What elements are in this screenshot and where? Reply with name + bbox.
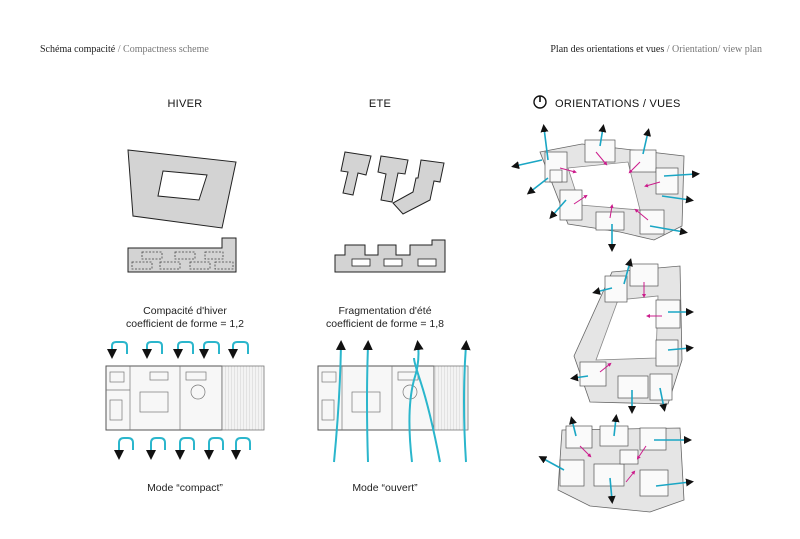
summer-mode: Mode “ouvert” (352, 482, 418, 494)
winter-title: HIVER (167, 98, 203, 110)
plan-3-view-arrows (538, 414, 694, 504)
summer-section-block (334, 239, 446, 273)
header-left-sub: Compactness scheme (123, 44, 209, 55)
plan-2-view-arrows (570, 258, 694, 414)
orientation-plan-1 (539, 139, 685, 241)
header-right-main: Plan des orientations et vues (550, 44, 665, 55)
summer-plan-blocks (340, 151, 445, 215)
plan-2-light-arrows (599, 282, 662, 373)
summer-caption-line2: coefficient de forme = 1,8 (325, 318, 444, 330)
orientation-title: ORIENTATIONS / VUES (555, 98, 681, 110)
winter-mode: Mode “compact” (147, 482, 223, 494)
header-right-sep: / (664, 44, 673, 55)
winter-caption-line2: coefficient de forme = 1,2 (125, 318, 244, 330)
summer-title: ETE (368, 98, 392, 110)
summer-caption: Fragmentation d'été coefficient de forme… (300, 305, 470, 331)
summer-caption-line1: Fragmentation d'été (338, 305, 432, 317)
winter-plan-block (127, 149, 237, 229)
header-right-sub: Orientation/ view plan (672, 44, 762, 55)
orientation-plan-2 (573, 263, 683, 405)
header-right: Plan des orientations et vues / Orientat… (550, 44, 762, 55)
winter-floor-plan (105, 365, 265, 431)
header-left: Schéma compacité / Compactness scheme (40, 44, 209, 55)
winter-caption: Compacité d'hiver coefficient de forme =… (100, 305, 270, 331)
plan-1-view-arrows (511, 124, 700, 252)
winter-section-block (127, 237, 237, 273)
orientation-plan-3 (557, 425, 685, 513)
winter-airflow-bottom (114, 437, 251, 460)
summer-airflow-lines (333, 340, 471, 463)
winter-caption-line1: Compacité d'hiver (143, 305, 227, 317)
plan-3-light-arrows (579, 445, 647, 483)
plan-1-light-arrows (559, 151, 661, 221)
winter-airflow-top (107, 341, 249, 359)
header-left-sep: / (115, 44, 124, 55)
compass-icon (533, 95, 547, 109)
header-left-main: Schéma compacité (40, 44, 116, 55)
